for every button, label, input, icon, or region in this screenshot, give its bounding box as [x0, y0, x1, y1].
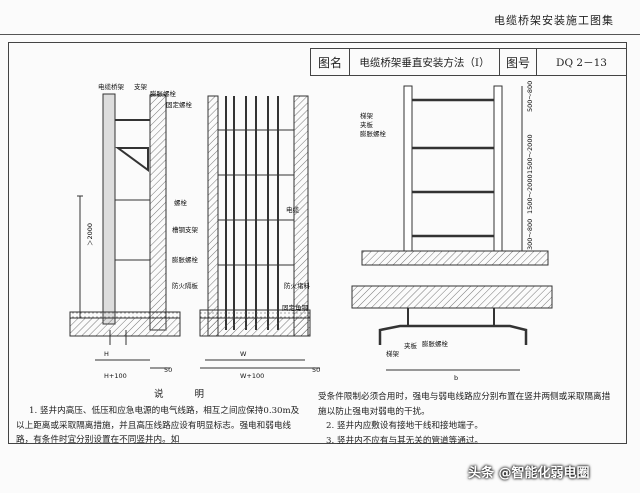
shaft-elevation	[199, 95, 320, 369]
notes-right-para1: 受条件限制必须合用时，强电与弱电线路应分别布置在竖井两侧或采取隔离措施以防止强电…	[318, 392, 611, 417]
label-ladder: 梯架	[360, 111, 374, 120]
label-b: b	[454, 374, 458, 382]
watermark: 头条 @智能化弱电圈	[468, 466, 590, 481]
label-w100: W+100	[240, 372, 264, 380]
notes-right-item3: 3. 竖井内不应有与其无关的管道等通过。	[326, 435, 484, 446]
header-rule	[0, 34, 640, 35]
wall-elevation	[69, 93, 181, 369]
notes-right: 受条件限制必须合用时，强电与弱电线路应分别布置在竖井两侧或采取隔离措施以防止强电…	[318, 390, 618, 448]
label-expansion-bolt4: 膨胀螺栓	[422, 339, 449, 348]
notes-left: 1. 竖井内高压、低压和应急电源的电气线路，相互之间应保持0.30m及以上距离或…	[16, 406, 300, 445]
drawing-no-label: 图号	[500, 49, 537, 75]
drawing-frame	[8, 42, 627, 444]
notes-right-item2: 2. 竖井内应敷设有接地干线和接地端子。	[326, 421, 484, 431]
label-fixing-bolt: 固定螺栓	[166, 100, 193, 109]
atlas-title: 电缆桥架安装施工图集	[494, 14, 614, 27]
label-expansion-bolt: 膨胀螺栓	[150, 89, 177, 98]
drawing-name-label: 图名	[311, 49, 350, 75]
label-fire-plug: 防火堵料	[284, 281, 311, 290]
label-bolt: 螺栓	[174, 198, 188, 207]
ladder-front-view	[361, 85, 549, 266]
label-height-dim: ＞2000	[86, 223, 94, 246]
label-fire-board: 防火隔板	[172, 281, 199, 290]
label-ladder2: 梯架	[386, 349, 400, 358]
label-clip: 夹板	[360, 120, 374, 129]
drawing-name: 电缆桥架垂直安装方法（I）	[350, 49, 500, 75]
label-dim-300-800: 300～800	[526, 219, 534, 250]
label-angle-frame: 固定角钢	[282, 303, 309, 312]
label-dim50a: 50	[164, 366, 172, 374]
label-clip2: 夹板	[404, 341, 418, 350]
label-expansion-bolt2: 膨胀螺栓	[172, 255, 199, 264]
ladder-plan-section	[351, 285, 553, 371]
label-bracket: 支架	[134, 82, 148, 91]
drawing-no: DQ 2－13	[556, 56, 607, 69]
label-h: H	[104, 350, 109, 358]
label-cable: 电缆	[286, 205, 300, 214]
label-expansion-bolt3: 膨胀螺栓	[360, 129, 387, 138]
notes-title: 说 明	[154, 389, 219, 400]
label-bridge: 电缆桥架	[98, 82, 125, 91]
label-dim-1500-2000: 1500～2000	[526, 134, 534, 174]
label-dim-500-800: 500～800	[526, 81, 534, 112]
label-dim50b: 50	[312, 366, 320, 374]
label-dim-1500-2000b: 1500～2000	[526, 174, 534, 214]
title-block: 图名 电缆桥架垂直安装方法（I） 图号 DQ 2－13	[310, 48, 627, 76]
label-w: W	[240, 350, 247, 358]
label-channel-bracket: 槽钢支架	[172, 225, 199, 234]
label-h100: H+100	[104, 372, 127, 380]
